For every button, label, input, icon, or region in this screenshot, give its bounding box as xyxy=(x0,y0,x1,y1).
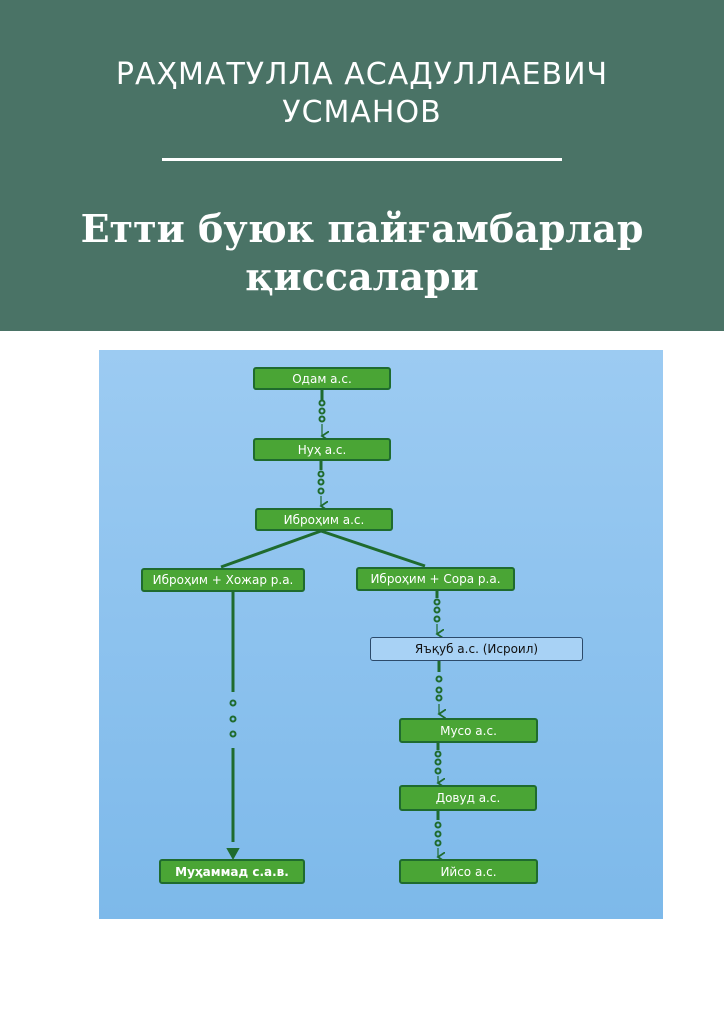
book-title: Етти буюк пайғамбарлар қиссалари xyxy=(0,205,724,301)
author-name-line1: РАҲМАТУЛЛА АСАДУЛЛАЕВИЧ xyxy=(115,57,609,92)
node-ibrohim-hojar: Иброҳим + Хожар р.а. xyxy=(141,568,305,592)
node-ibrohim: Иброҳим а.с. xyxy=(255,508,393,531)
node-dovud: Довуд а.с. xyxy=(399,785,537,811)
node-nuh: Нуҳ а.с. xyxy=(253,438,391,461)
connector-lines xyxy=(220,390,663,919)
node-ibrohim-sora: Иброҳим + Сора р.а. xyxy=(356,567,515,591)
cover-header: РАҲМАТУЛЛА АСАДУЛЛАЕВИЧ УСМАНОВ Етти бую… xyxy=(0,0,724,331)
prophets-lineage-diagram: Одам а.с. Нуҳ а.с. Иброҳим а.с. Иброҳим … xyxy=(99,350,663,919)
title-line2: қиссалари xyxy=(245,254,479,299)
node-odam: Одам а.с. xyxy=(253,367,391,390)
node-muhammad: Муҳаммад с.а.в. xyxy=(159,859,305,884)
divider xyxy=(162,158,562,161)
node-muso: Мусо а.с. xyxy=(399,718,538,743)
title-line1: Етти буюк пайғамбарлар xyxy=(80,206,644,251)
node-iyso: Ийсо а.с. xyxy=(399,859,538,884)
author-name-line2: УСМАНОВ xyxy=(282,95,442,130)
node-yaqub: Яъқуб а.с. (Исроил) xyxy=(370,637,583,661)
